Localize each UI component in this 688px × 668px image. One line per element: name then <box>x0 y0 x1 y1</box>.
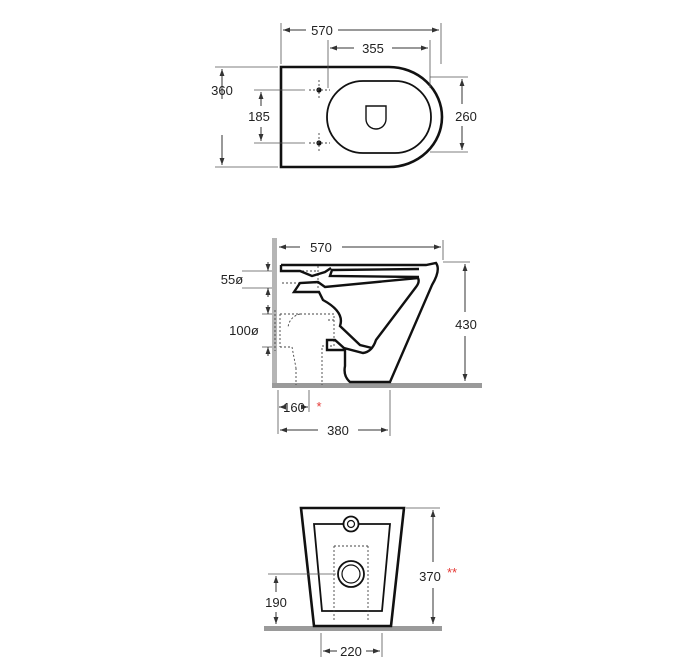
dim-front-total-height-mark: ** <box>447 565 457 580</box>
dim-front-base-width: 220 <box>320 633 383 659</box>
dim-side-flush-inlet: 55ø <box>221 262 272 297</box>
dim-side-outlet-offset-label: 160 <box>283 400 305 415</box>
dim-top-bowl-length: 355 <box>327 40 431 88</box>
dim-side-flush-inlet-label: 55ø <box>221 272 243 287</box>
dim-top-total-width-label: 360 <box>211 83 233 98</box>
dim-side-total-length-label: 570 <box>310 240 332 255</box>
dim-top-total-length: 570 <box>280 23 442 64</box>
dim-side-outlet-offset: 160 * <box>277 390 322 434</box>
dim-front-base-width-label: 220 <box>340 644 362 659</box>
dim-side-total-length: 570 <box>279 240 444 260</box>
side-view-floor <box>272 383 482 388</box>
side-view-outline <box>279 261 439 384</box>
dim-side-height: 430 <box>443 261 477 381</box>
dim-front-total-height: 370 ** <box>406 507 457 624</box>
dim-side-base-length: 380 <box>280 390 391 438</box>
dim-side-height-label: 430 <box>455 317 477 332</box>
top-view: 570 355 360 185 <box>211 23 477 169</box>
dim-top-total-length-label: 570 <box>311 23 333 38</box>
flush-inlet-pipe <box>282 266 319 289</box>
fixing-hole-upper <box>309 80 330 100</box>
side-view-wall <box>272 238 277 388</box>
front-view: 370 ** 190 220 <box>264 506 457 659</box>
dim-front-outlet-height-label: 190 <box>265 595 287 610</box>
dim-top-bowl-length-label: 355 <box>362 41 384 56</box>
dim-side-outlet-label: 100ø <box>229 323 259 338</box>
side-view: 570 55ø 100ø 430 <box>221 238 482 438</box>
dim-front-outlet-height: 190 <box>265 573 336 624</box>
dim-top-fixing-spacing: 185 <box>248 89 305 144</box>
dim-side-base-length-label: 380 <box>327 423 349 438</box>
fixing-hole-lower <box>309 133 330 153</box>
dim-side-outlet-offset-mark: * <box>316 399 321 414</box>
top-view-drain <box>365 105 387 130</box>
dim-top-fixing-spacing-label: 185 <box>248 109 270 124</box>
dim-top-bowl-width-label: 260 <box>455 109 477 124</box>
outlet-pipe <box>279 313 335 385</box>
dim-side-outlet: 100ø <box>229 305 272 356</box>
dim-top-total-width: 360 <box>211 66 278 168</box>
dim-top-bowl-width: 260 <box>430 76 477 153</box>
dim-front-total-height-label: 370 <box>419 569 441 584</box>
front-view-floor <box>264 626 442 631</box>
